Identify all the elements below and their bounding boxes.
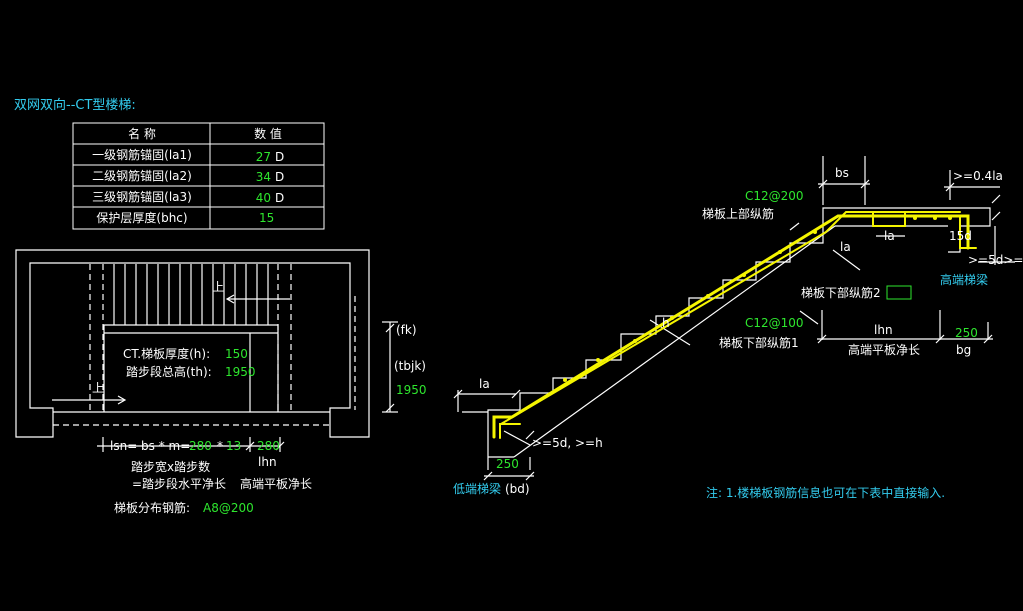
thickness-label: CT.梯板厚度(h): [123, 346, 210, 361]
horizontal-length-note: =踏步段水平净长 [132, 476, 226, 491]
stair-section-view [453, 156, 1015, 481]
anchor-5d-low-label: >=5d, >=h [532, 436, 603, 450]
table-row-value[interactable]: 27 [256, 150, 271, 164]
table-row-unit: D [275, 170, 284, 184]
anchor-04la-label: >=0.4la [953, 169, 1003, 183]
table-row-label: 三级钢筋锚固(la3) [92, 189, 192, 204]
table-header-value: 数 值 [254, 126, 282, 141]
lhn-label: lhn [258, 455, 277, 469]
lhn-section-label: lhn [874, 323, 893, 337]
la-top-label: la [884, 229, 895, 243]
tbjk-label: (tbjk) [394, 359, 426, 373]
table-row-value[interactable]: 40 [256, 191, 271, 205]
top-bar-value[interactable]: C12@200 [745, 189, 804, 203]
15d-label: 15d [949, 229, 972, 243]
high-end-note: 高端平板净长 [240, 476, 312, 491]
distribution-bar-label: 梯板分布钢筋: [114, 500, 190, 515]
thickness-value[interactable]: 150 [225, 347, 248, 361]
low-end-beam-label: 低端梯梁 [453, 481, 501, 496]
bottom-bar1-value[interactable]: C12@100 [745, 316, 804, 330]
table-row-value[interactable]: 15 [259, 211, 274, 225]
lsn-formula: lsn= bs * m= [110, 439, 190, 453]
bottom-bar1-label: 梯板下部纵筋1 [719, 335, 799, 350]
table-row-value[interactable]: 34 [256, 170, 271, 184]
parameter-table [72, 122, 325, 230]
tbjk-value[interactable]: 1950 [396, 383, 427, 397]
high-end-beam-label: 高端梯梁 [940, 272, 988, 287]
low-beam-value[interactable]: 250 [496, 457, 519, 471]
anchor-5d-label: >=5d>=h [968, 253, 1023, 267]
table-row-unit: D [275, 150, 284, 164]
lsn-star: * [217, 439, 223, 453]
rebar-lines [492, 211, 977, 439]
height-label: 踏步段总高(th): [126, 364, 212, 379]
note-text: 注: 1.楼梯板钢筋信息也可在下表中直接输入. [706, 485, 945, 500]
bg-value[interactable]: 250 [955, 326, 978, 340]
diagram-title: 双网双向--CT型楼梯: [14, 97, 136, 113]
lhn-value[interactable]: 280 [257, 439, 280, 453]
bottom-bar2-value-box[interactable] [886, 285, 912, 300]
step-width-note: 踏步宽x踏步数 [131, 459, 210, 474]
table-row-unit: D [275, 191, 284, 205]
table-row-label: 保护层厚度(bhc) [96, 210, 187, 225]
height-value[interactable]: 1950 [225, 365, 256, 379]
low-end-beam-bd: (bd) [505, 482, 530, 496]
plan-up-label: 上 [212, 280, 224, 294]
la-mid-label: la [840, 240, 851, 254]
distribution-bar-value[interactable]: A8@200 [203, 501, 254, 515]
top-bar-label: 梯板上部纵筋 [702, 206, 774, 221]
bottom-bar2-label: 梯板下部纵筋2 [801, 285, 881, 300]
fk-label: (fk) [396, 323, 417, 337]
plan-up-label-lower: 上 [92, 381, 104, 395]
lsn-m-value[interactable]: 13 [226, 439, 241, 453]
la-low-label: la [479, 377, 490, 391]
h-label: h [662, 316, 670, 330]
table-header-name: 名 称 [128, 126, 156, 141]
lhn-section-desc: 高端平板净长 [848, 342, 920, 357]
lsn-bs-value[interactable]: 280 [189, 439, 212, 453]
bs-label: bs [835, 166, 849, 180]
rebar-dots [563, 216, 952, 382]
bg-label: bg [956, 343, 971, 357]
table-row-label: 二级钢筋锚固(la2) [92, 168, 192, 183]
table-row-label: 一级钢筋锚固(la1) [92, 147, 192, 162]
stair-plan-view [15, 249, 398, 452]
